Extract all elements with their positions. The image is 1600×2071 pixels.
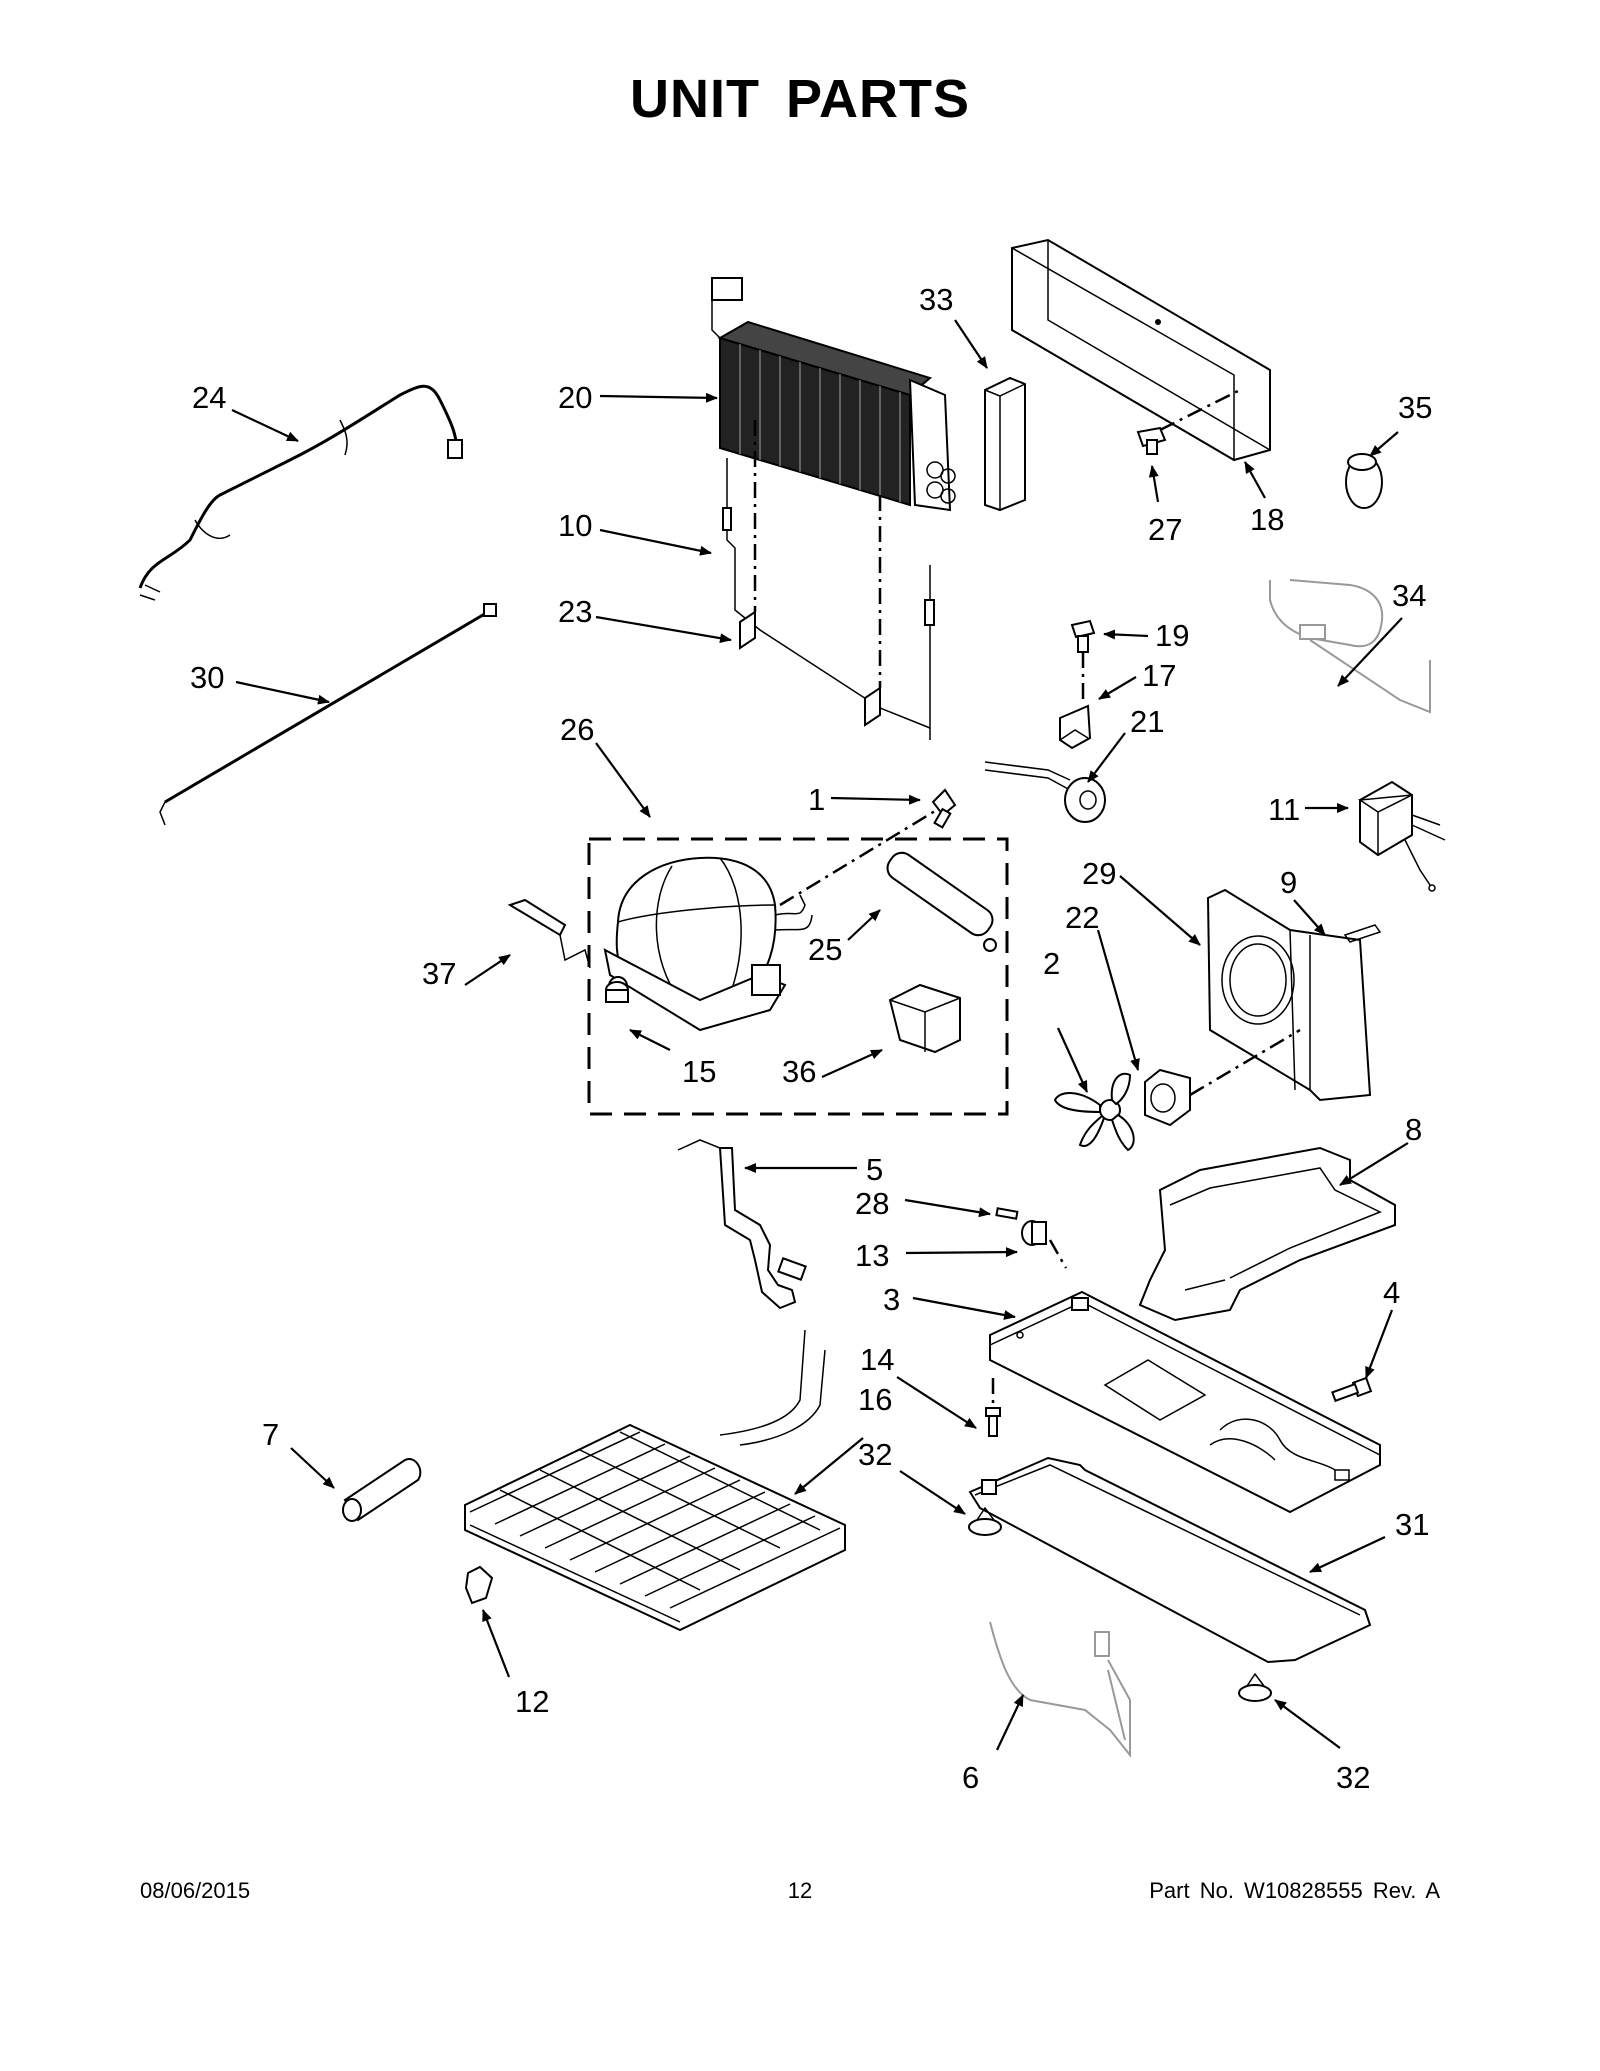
screw-19 [1070,619,1096,700]
fan-motor-22 [1144,1028,1301,1127]
callout-33: 33 [919,282,953,317]
screw-4 [1331,1376,1373,1403]
callout-11: 11 [1268,792,1300,827]
callout-5: 5 [866,1152,883,1187]
callout-19: 19 [1155,618,1189,653]
callout-17: 17 [1142,658,1176,693]
callout-36: 36 [782,1054,816,1089]
base-plate-3 [989,1290,1381,1514]
leader-lines [231,319,1409,1751]
fan-shroud-29 [1206,888,1372,1102]
cylinder-7 [342,1458,422,1522]
callout-8: 8 [1405,1112,1422,1147]
compressor-26 [603,806,941,1032]
foot-32b [1238,1672,1272,1702]
callout-1: 1 [808,782,825,817]
callout-21: 21 [1130,704,1164,739]
clip-12 [464,1565,494,1605]
condenser-20 [711,277,956,512]
tube-34 [1269,579,1431,714]
drier-25 [886,851,997,952]
foot-32a [968,1506,1002,1536]
compressor-kit-box-26 [587,837,1009,1116]
callout-31: 31 [1395,1507,1429,1542]
callout-10: 10 [558,508,592,543]
callout-24: 24 [192,380,226,415]
drain-pan-8 [1138,1146,1396,1322]
drain-tube-5 [677,1139,807,1310]
bracket-33 [984,376,1026,512]
footer-part-number: Part No. W10828555 Rev. A [1149,1878,1440,1903]
screw-27 [1136,388,1241,455]
callout-18: 18 [1250,502,1284,537]
callout-2: 2 [1043,946,1060,981]
sensor-21 [984,761,1106,823]
footer-page-number: 12 [787,1878,813,1903]
pin-28 [995,1207,1019,1220]
pin-9 [1343,924,1382,943]
cover-plate-31 [968,1456,1372,1664]
callout-25: 25 [808,932,842,967]
callout-20: 20 [558,380,592,415]
callout-34: 34 [1392,578,1426,613]
callout-27: 27 [1148,512,1182,547]
wire-harness-24 [138,384,463,601]
callout-22: 22 [1065,900,1099,935]
callout-7: 7 [262,1417,279,1452]
channel-18 [1011,238,1271,462]
callout-4: 4 [1383,1275,1400,1310]
callout-15: 15 [682,1054,716,1089]
callout-30: 30 [190,660,224,695]
callout-13: 13 [855,1238,889,1273]
page-title: UNIT PARTS [630,69,970,129]
cap-35 [1345,453,1383,509]
cover-36 [888,983,961,1054]
evaporator-16 [464,1329,846,1632]
fitting-13 [1021,1220,1068,1269]
callout-6: 6 [962,1760,979,1795]
callout-32b: 32 [1336,1760,1370,1795]
callout-14: 14 [860,1342,894,1377]
fan-blade-2 [1053,1072,1135,1152]
callout-labels: 24 20 33 35 27 18 10 23 30 34 19 17 21 2… [190,282,1432,1795]
callout-23: 23 [558,594,592,629]
callout-29: 29 [1082,856,1116,891]
callout-37: 37 [422,956,456,991]
callout-35: 35 [1398,390,1432,425]
footer-date: 08/06/2015 [140,1878,251,1903]
grommet-15 [605,981,629,1003]
clip-37 [507,898,591,969]
heater-6 [989,1621,1131,1758]
callout-16: 16 [858,1382,892,1417]
callout-9: 9 [1280,865,1297,900]
bracket-17 [1059,704,1092,750]
callout-3: 3 [883,1282,900,1317]
screw-14 [985,1378,1001,1437]
wire-30 [159,603,497,826]
relay-11 [1357,780,1446,892]
callout-28: 28 [855,1186,889,1221]
screw-1 [931,788,957,829]
callout-32a: 32 [858,1437,892,1472]
bracket-23 [739,420,882,727]
callout-26: 26 [560,712,594,747]
callout-12: 12 [515,1684,549,1719]
